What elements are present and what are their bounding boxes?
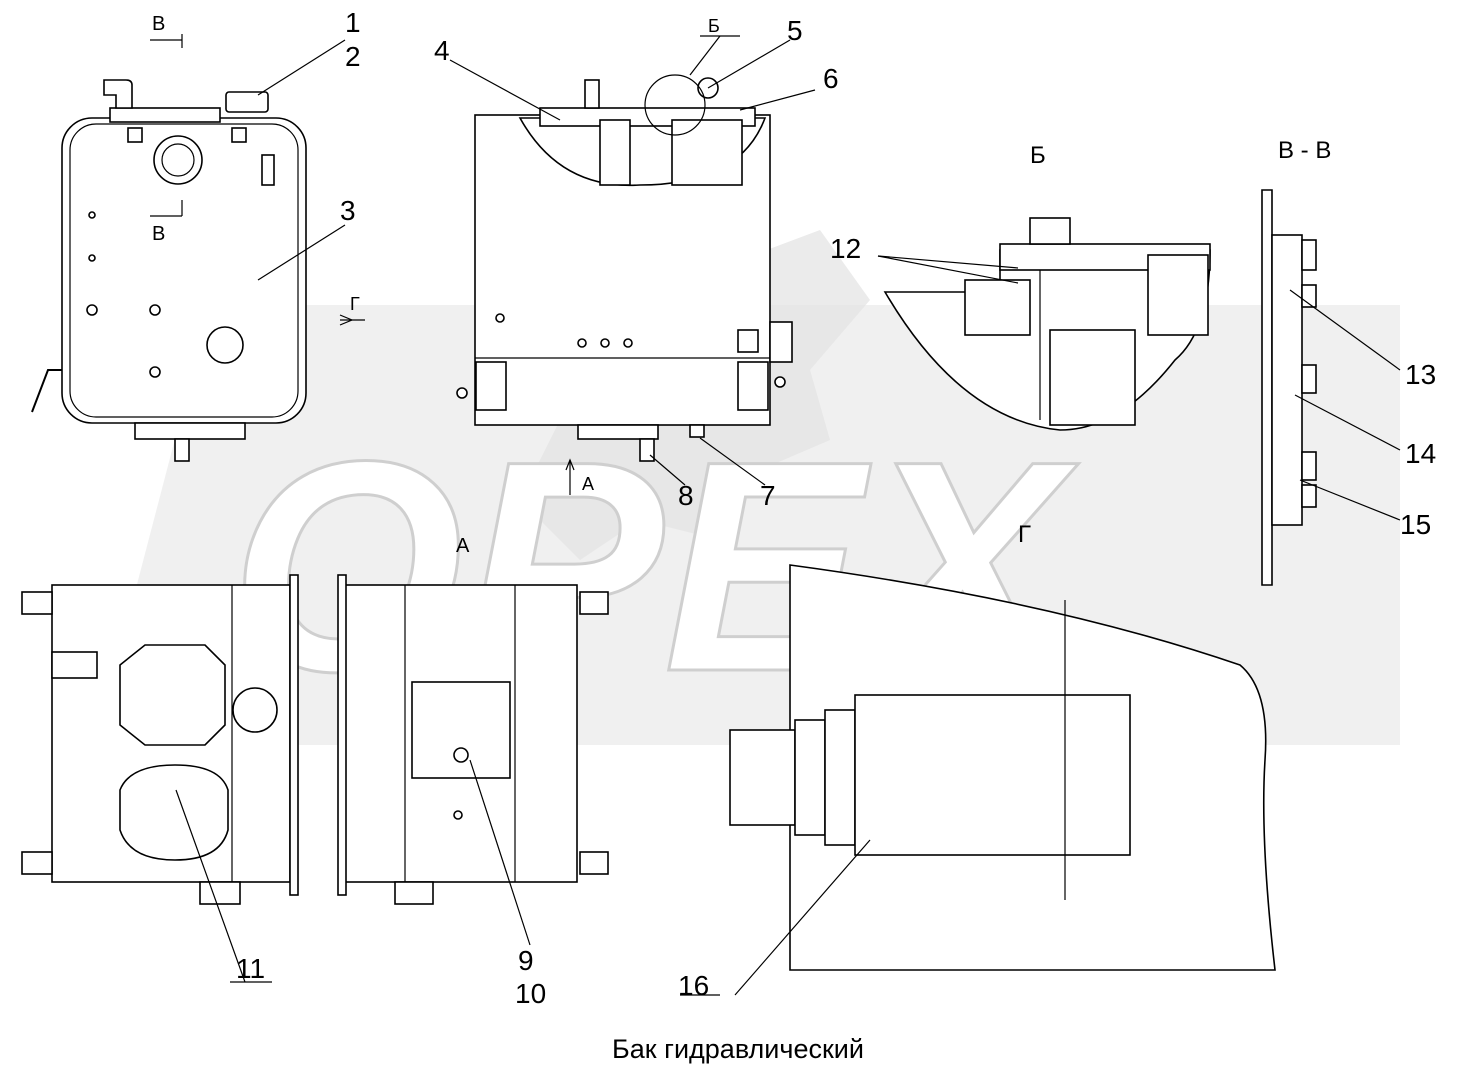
- view-g: [680, 564, 1276, 996]
- callout-2: 2: [345, 41, 361, 72]
- view-label-b: Б: [1030, 142, 1046, 169]
- callout-5: 5: [787, 15, 803, 46]
- view-label-b-small: Б: [708, 16, 720, 36]
- end-view: [21, 574, 299, 983]
- detail-b: [877, 217, 1211, 431]
- view-label-g: Г: [1018, 521, 1031, 548]
- section-label-b-bottom: В: [152, 223, 165, 245]
- view-label-a: А: [456, 535, 470, 557]
- side-view: [449, 35, 816, 495]
- section-vv: [1261, 189, 1401, 586]
- callout-7: 7: [760, 480, 776, 511]
- callout-12: 12: [830, 233, 861, 264]
- callout-16: 16: [678, 970, 709, 1001]
- callout-13: 13: [1405, 359, 1436, 390]
- section-label-vv: В - В: [1278, 137, 1331, 164]
- callout-6: 6: [823, 63, 839, 94]
- callout-3: 3: [340, 195, 356, 226]
- callout-1: 1: [345, 7, 361, 38]
- callout-10: 10: [515, 978, 546, 1009]
- view-a: [337, 574, 609, 946]
- callout-15: 15: [1400, 509, 1431, 540]
- callout-labels: В В Б Б В - В Г Г А А 1 2 3 4 5 6 7 8 9 …: [152, 7, 1436, 1064]
- front-view: [31, 34, 365, 462]
- arrow-label-g: Г: [350, 294, 360, 314]
- callout-11: 11: [236, 953, 265, 984]
- arrow-label-a: А: [582, 474, 594, 494]
- section-label-b-top: В: [152, 13, 165, 35]
- callout-14: 14: [1405, 438, 1436, 469]
- callout-8: 8: [678, 480, 694, 511]
- callout-4: 4: [434, 35, 450, 66]
- callout-9: 9: [518, 945, 534, 976]
- drawing-caption: Бак гидравлический: [612, 1034, 864, 1064]
